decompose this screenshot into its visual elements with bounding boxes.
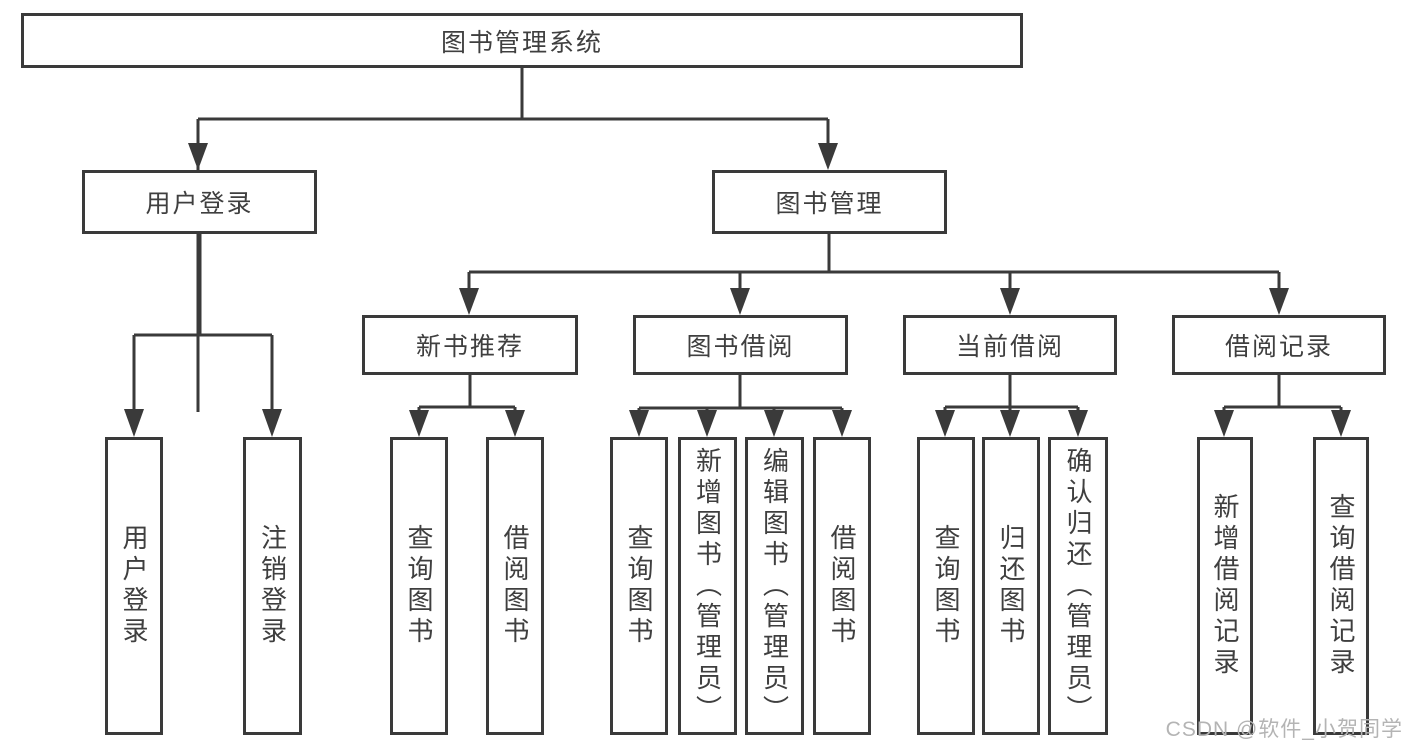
node-label: 新增图书（管理员）	[692, 446, 723, 726]
node-leaf-borrow-books-2: 借阅图书	[813, 437, 871, 735]
node-label: 图书管理	[775, 190, 884, 218]
node-leaf-return-books: 归还图书	[982, 437, 1040, 735]
node-label: 借阅记录	[1224, 333, 1333, 361]
node-current-borrowing: 当前借阅	[903, 315, 1117, 375]
node-label: 新书推荐	[415, 333, 524, 361]
node-new-book-recommend: 新书推荐	[362, 315, 578, 375]
node-label: 借阅图书	[827, 524, 857, 648]
node-label: 图书借阅	[686, 333, 795, 361]
node-leaf-add-books-admin: 新增图书（管理员）	[678, 437, 737, 735]
node-book-borrowing: 图书借阅	[633, 315, 848, 375]
node-leaf-query-borrow-record: 查询借阅记录	[1313, 437, 1369, 735]
node-library-management-system: 图书管理系统	[21, 13, 1023, 68]
node-label: 用户登录	[119, 524, 149, 648]
node-leaf-borrow-books-1: 借阅图书	[486, 437, 544, 735]
node-leaf-confirm-return-admin: 确认归还（管理员）	[1048, 437, 1108, 735]
node-label: 查询借阅记录	[1326, 493, 1356, 679]
node-leaf-add-borrow-record: 新增借阅记录	[1197, 437, 1253, 735]
node-label: 新增借阅记录	[1210, 493, 1240, 679]
node-leaf-query-books-3: 查询图书	[917, 437, 975, 735]
node-leaf-user-login: 用户登录	[105, 437, 163, 735]
node-label: 编辑图书（管理员）	[759, 446, 790, 726]
node-leaf-logout: 注销登录	[243, 437, 302, 735]
node-leaf-query-books-1: 查询图书	[390, 437, 448, 735]
node-label: 注销登录	[257, 524, 288, 648]
csdn-watermark: CSDN @软件_小贺同学	[1165, 718, 1403, 741]
node-label: 归还图书	[996, 524, 1026, 648]
node-label: 查询图书	[404, 524, 434, 648]
node-label: 查询图书	[931, 524, 961, 648]
node-label: 借阅图书	[500, 524, 530, 648]
node-label: 图书管理系统	[440, 28, 603, 57]
node-borrowing-records: 借阅记录	[1172, 315, 1386, 375]
node-label: 确认归还（管理员）	[1063, 446, 1093, 726]
node-leaf-query-books-2: 查询图书	[610, 437, 668, 735]
node-book-management: 图书管理	[712, 170, 947, 234]
node-label: 当前借阅	[955, 333, 1064, 361]
node-label: 查询图书	[624, 524, 654, 648]
node-leaf-edit-books-admin: 编辑图书（管理员）	[745, 437, 804, 735]
node-label: 用户登录	[145, 190, 254, 218]
node-user-login: 用户登录	[82, 170, 317, 234]
